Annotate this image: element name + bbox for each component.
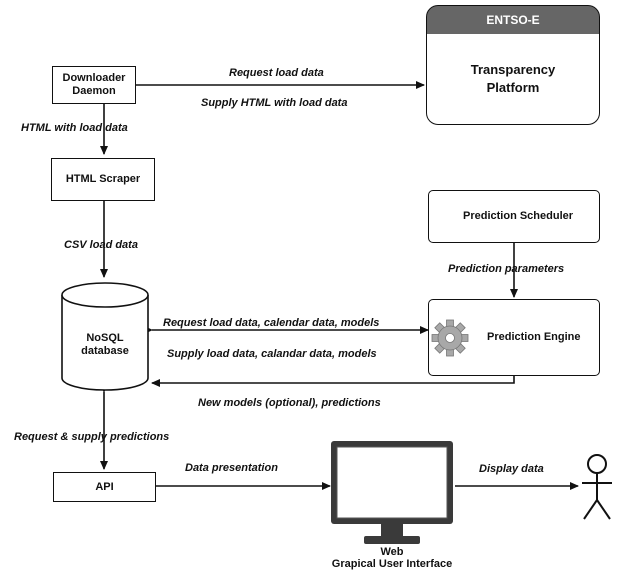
downloader-daemon-label: Downloader Daemon (62, 72, 126, 97)
prediction-engine-box: Prediction Engine (428, 299, 600, 376)
prediction-engine-label: Prediction Engine (487, 331, 581, 343)
edge-label-data-presentation: Data presentation (185, 462, 278, 474)
monitor-icon (331, 441, 453, 544)
edge-label-request-load-calendar-models: Request load data, calendar data, models (163, 317, 380, 329)
nosql-database-text: NoSQL database (81, 332, 129, 357)
gear-icon (431, 319, 469, 357)
api-label: API (95, 480, 114, 493)
edge-label-request-load-data: Request load data (229, 67, 324, 79)
entsoe-header: ENTSO-E (426, 5, 600, 35)
transparency-platform-label: Transparency Platform (470, 62, 556, 95)
nosql-database-label: NoSQL database (70, 332, 140, 358)
edge-label-request-supply-predictions: Request & supply predictions (14, 431, 170, 443)
edge-label-csv-load-data: CSV load data (64, 239, 138, 251)
prediction-scheduler-box: Prediction Scheduler (428, 190, 600, 243)
edge-label-supply-load-calendar-models: Supply load data, calandar data, models (167, 348, 377, 360)
entsoe-header-label: ENTSO-E (486, 13, 540, 27)
edge-label-new-models-predictions: New models (optional), predictions (198, 397, 381, 409)
edge-label-supply-html: Supply HTML with load data (201, 97, 348, 109)
api-box: API (53, 472, 156, 502)
edge-engine-db-return (151, 376, 515, 387)
web-gui-line2: Grapical User Interface (331, 558, 453, 570)
transparency-platform-box: Transparency Platform (426, 34, 600, 125)
stick-figure-icon (582, 454, 612, 520)
edge-label-prediction-parameters: Prediction parameters (448, 263, 565, 275)
html-scraper-label: HTML Scraper (65, 173, 141, 185)
html-scraper-box: HTML Scraper (51, 158, 155, 201)
downloader-daemon-box: Downloader Daemon (52, 66, 136, 104)
edge-label-display-data: Display data (479, 463, 544, 475)
prediction-scheduler-label: Prediction Scheduler (463, 210, 574, 222)
web-gui-caption: Web Grapical User Interface (312, 546, 472, 570)
web-gui-line1: Web (380, 546, 404, 558)
edge-label-html-with-load-data: HTML with load data (21, 122, 128, 134)
nosql-database-cylinder (61, 282, 149, 391)
